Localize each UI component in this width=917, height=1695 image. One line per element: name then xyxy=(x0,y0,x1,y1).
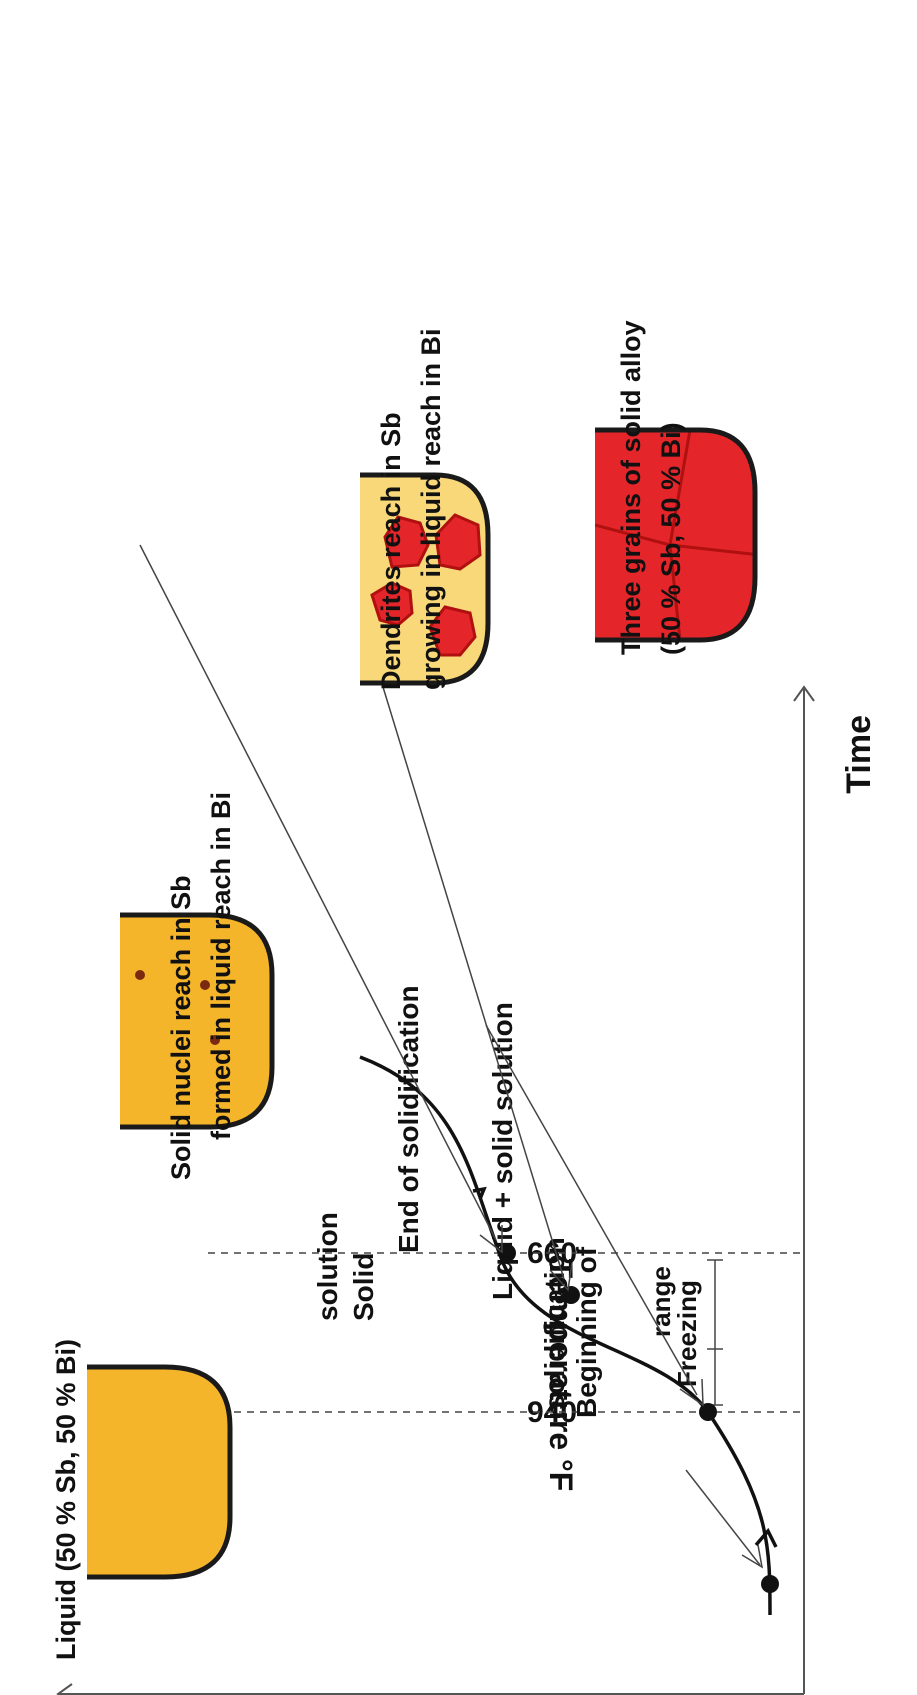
beginning-label-1: Beginning of xyxy=(571,1246,602,1418)
crucible-nuclei xyxy=(120,912,275,1130)
freezing-range-label-2: range xyxy=(646,1266,676,1337)
nucleus xyxy=(210,1035,220,1045)
stage-3-caption-1: Dendrites reach in Sb xyxy=(376,412,406,690)
dendrite xyxy=(428,605,477,657)
solid-solution-label-1: Solid xyxy=(348,1253,379,1321)
dendrite xyxy=(434,513,482,571)
solid-solution-label-2: solution xyxy=(312,1212,343,1321)
stage-4-caption-2: (50 % Sb, 50 % Bi) xyxy=(656,422,686,655)
nucleus xyxy=(200,980,210,990)
grain-boundary xyxy=(669,543,755,557)
dendrite xyxy=(370,581,414,627)
stage-3-caption-2: growing in liquid reach in Bi xyxy=(416,328,446,690)
stage-2-caption-2: formed in liquid reach in Bi xyxy=(206,792,236,1140)
nucleus xyxy=(135,970,145,980)
x-axis-label: Time xyxy=(840,715,878,794)
curve-points xyxy=(498,1244,779,1593)
crucible-solid-grains xyxy=(595,427,758,643)
leader-arrows xyxy=(139,544,764,1569)
cooling-curve xyxy=(359,1055,772,1616)
point-liquid xyxy=(761,1575,779,1593)
freezing-range-label-1: Freezing xyxy=(672,1280,702,1387)
liquid-solid-label: Liquid + solid solution xyxy=(487,1002,518,1300)
y-axis-arrow xyxy=(793,685,815,702)
axes xyxy=(56,685,815,1695)
dendrite xyxy=(383,515,430,569)
crucible-dendrites xyxy=(360,472,491,686)
end-label: End of solidification xyxy=(393,985,424,1253)
beginning-label-2: solidification xyxy=(539,1237,570,1410)
stage-1-caption: Liquid (50 % Sb, 50 % Bi) xyxy=(51,1339,81,1660)
grain-boundary xyxy=(595,523,671,547)
stage-4-caption-1: Three grains of solid alloy xyxy=(616,320,646,655)
point-liquid-solid xyxy=(562,1286,580,1304)
crucible-liquid xyxy=(87,1364,233,1580)
freezing-range-bracket xyxy=(707,1259,723,1406)
stage-2-caption-1: Solid nuclei reach in Sb xyxy=(166,875,196,1180)
x-axis-arrow xyxy=(56,1683,73,1695)
point-beginning xyxy=(699,1403,717,1421)
curve-direction-arrows xyxy=(472,1186,778,1548)
